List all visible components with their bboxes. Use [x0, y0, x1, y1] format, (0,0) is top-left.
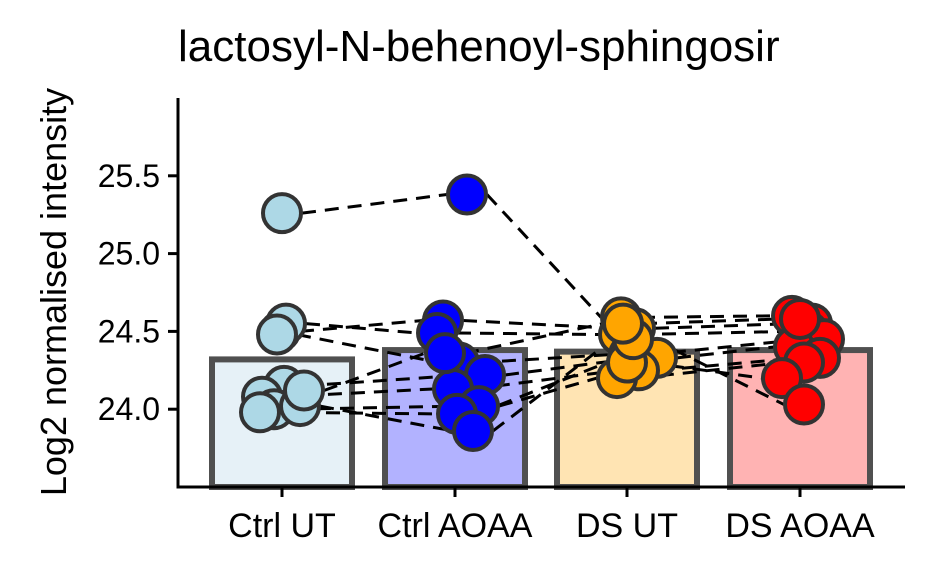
x-tick-label: DS UT	[576, 507, 678, 545]
paired-line	[301, 192, 448, 215]
paired-line	[323, 351, 426, 392]
paired-line	[646, 361, 763, 380]
x-tick-label: Ctrl UT	[228, 507, 336, 545]
paired-line	[654, 322, 793, 330]
paired-line	[299, 319, 424, 333]
paired-line	[462, 319, 616, 330]
paired-line	[640, 314, 773, 319]
paired-line	[638, 329, 789, 337]
data-point	[261, 192, 303, 235]
x-tick-label: DS AOAA	[725, 507, 875, 545]
data-point	[783, 383, 825, 426]
data-point	[761, 357, 803, 400]
paired-line	[642, 317, 781, 326]
y-tick-label: 25.0	[98, 236, 160, 272]
data-point	[239, 391, 281, 434]
paired-line	[303, 373, 466, 388]
data-point	[602, 302, 644, 345]
y-tick-label: 24.0	[98, 391, 160, 427]
data-point	[446, 173, 488, 216]
data-point	[256, 313, 298, 356]
y-tick-label: 25.5	[98, 158, 160, 194]
x-tick-label: Ctrl AOAA	[378, 507, 533, 545]
data-point	[424, 332, 466, 375]
paired-line	[456, 331, 600, 337]
paired-line	[485, 193, 603, 319]
data-point	[452, 409, 494, 452]
paired-line	[676, 345, 775, 360]
paired-line	[305, 322, 418, 335]
y-tick-label: 24.5	[98, 313, 160, 349]
chart-title: lactosyl-N-behenoyl-sphingosir	[178, 22, 780, 71]
paired-line	[293, 404, 460, 411]
paired-line	[464, 322, 604, 355]
data-point	[779, 297, 821, 340]
paired-line	[492, 337, 614, 433]
data-point	[283, 369, 325, 412]
paired-line	[498, 376, 598, 408]
